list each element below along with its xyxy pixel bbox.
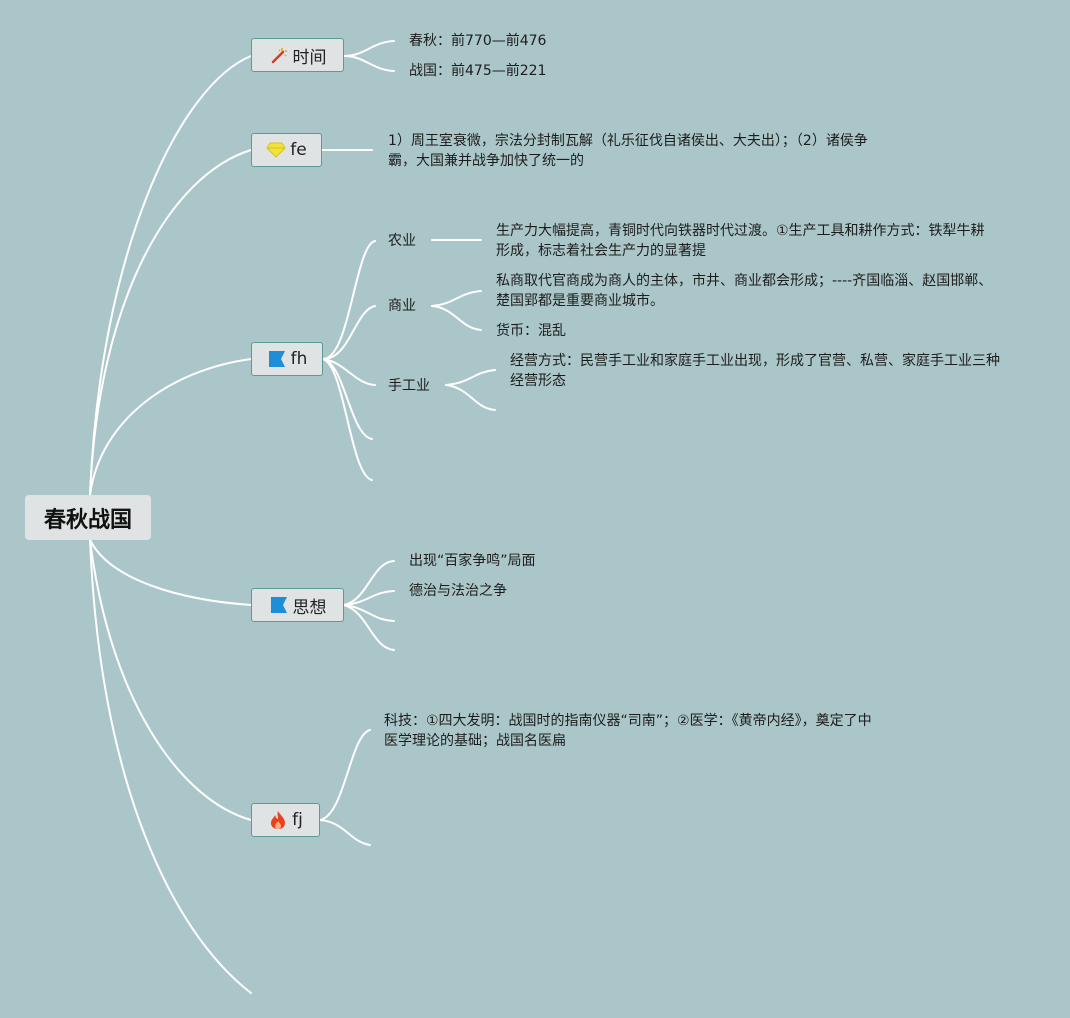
topic-fj-label: fj <box>292 810 303 830</box>
time-item-warring-states[interactable]: 战国：前475—前221 <box>409 63 547 79</box>
topic-fh[interactable]: fh <box>251 342 323 376</box>
topic-fe-label: fe <box>290 140 307 160</box>
topic-fe[interactable]: fe <box>251 133 322 167</box>
connector-time-item1 <box>343 40 395 57</box>
connector-fh-handicraft <box>322 358 376 386</box>
root-topic-label: 春秋战国 <box>43 507 132 533</box>
fh-commerce-detail-2[interactable]: 货币：混乱 <box>496 323 566 339</box>
connector-commerce-detail2 <box>431 305 482 331</box>
fh-commerce-label[interactable]: 商业 <box>388 298 416 314</box>
connector-thought-empty1 <box>343 604 395 622</box>
time-item-spring-autumn[interactable]: 春秋：前770—前476 <box>409 33 547 49</box>
thought-item-rule-debate[interactable]: 德治与法治之争 <box>409 583 507 599</box>
connector-thought-item1 <box>343 560 395 606</box>
flag-icon <box>269 595 289 615</box>
magic-wand-icon <box>269 45 289 65</box>
connector-root-time <box>89 55 252 496</box>
topic-thought-label: 思想 <box>292 597 327 618</box>
connector-handicraft-empty <box>445 384 496 411</box>
connector-thought-empty2 <box>343 604 395 651</box>
connector-root-fe <box>89 149 252 496</box>
connector-fh-agriculture <box>322 240 376 360</box>
flag-icon <box>267 349 287 369</box>
connector-fh-empty2 <box>322 358 373 481</box>
fh-handicraft-detail[interactable]: 经营方式：民营手工业和家庭手工业出现，形成了官营、私营、家庭手工业三种经营形态 <box>510 353 1000 389</box>
connector-fj-empty <box>319 819 371 846</box>
thought-item-hundred-schools[interactable]: 出现“百家争鸣”局面 <box>409 553 536 569</box>
fe-item-1[interactable]: 1）周王室衰微，宗法分封制瓦解（礼乐征伐自诸侯出、大夫出）；（2）诸侯争霸，大国… <box>388 133 868 169</box>
gem-icon <box>266 140 286 160</box>
fh-handicraft-label[interactable]: 手工业 <box>388 378 430 394</box>
connector-handicraft-detail <box>445 369 496 386</box>
fj-item-technology[interactable]: 科技：①四大发明：战国时的指南仪器“司南”；②医学：《黄帝内经》，奠定了中医学理… <box>384 713 872 749</box>
topic-fj[interactable]: fj <box>251 803 320 837</box>
fh-agriculture-label[interactable]: 农业 <box>388 233 416 249</box>
connector-root-fj <box>89 539 252 821</box>
fh-commerce-detail-1[interactable]: 私商取代官商成为商人的主体，市井、商业都会形成；----齐国临淄、赵国邯郸、楚国… <box>496 273 993 309</box>
topic-time-label: 时间 <box>292 47 327 68</box>
connector-time-item2 <box>343 55 395 72</box>
connector-thought-item2 <box>343 590 395 606</box>
topic-fh-label: fh <box>290 349 308 369</box>
connector-root-fh <box>89 358 252 496</box>
topic-time[interactable]: 时间 <box>251 38 344 72</box>
connector-root-thought <box>89 539 252 606</box>
connector-root-empty <box>89 539 252 994</box>
root-topic[interactable]: 春秋战国 <box>25 495 151 540</box>
fh-agriculture-detail[interactable]: 生产力大幅提高，青铜时代向铁器时代过渡。①生产工具和耕作方式：铁犁牛耕形成，标志… <box>496 223 985 259</box>
topic-thought[interactable]: 思想 <box>251 588 344 622</box>
connector-commerce-detail1 <box>431 290 482 307</box>
connector-fh-commerce <box>322 305 376 360</box>
connector-fj-item1 <box>319 729 371 821</box>
fire-icon <box>268 810 288 830</box>
